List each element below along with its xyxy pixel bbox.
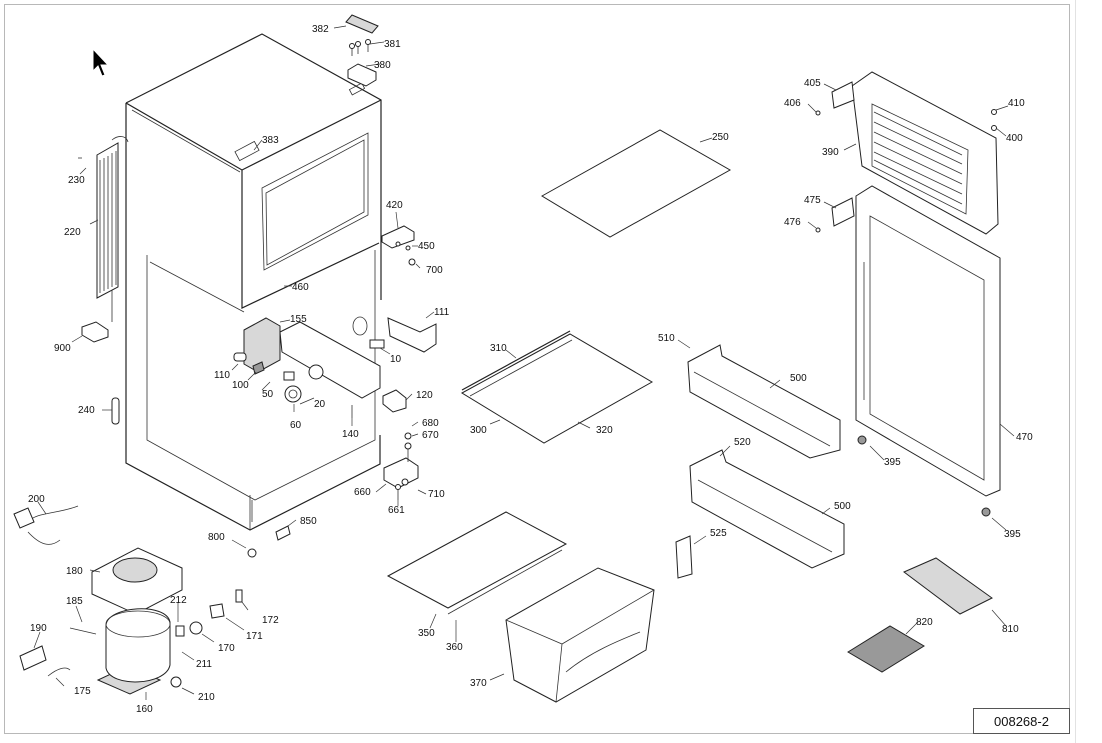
part-label-700: 700 (426, 265, 443, 276)
part-label-400: 400 (1006, 133, 1023, 144)
part-label-661: 661 (388, 505, 405, 516)
part-label-470: 470 (1016, 432, 1033, 443)
part-label-370: 370 (470, 678, 487, 689)
cabinet-body (125, 33, 382, 531)
part-label-310: 310 (490, 343, 507, 354)
door-balcony-upper (687, 344, 841, 459)
part-240 (111, 397, 120, 425)
part-label-500: 500 (834, 501, 851, 512)
part-label-420: 420 (386, 200, 403, 211)
part-label-395: 395 (1004, 529, 1021, 540)
part-label-10: 10 (390, 354, 402, 365)
crisper-370 (505, 567, 655, 703)
connector-900 (81, 321, 109, 343)
part-number-labels: 382 381 380 383 230 220 900 420 450 700 460 155 111 1… (28, 24, 1033, 715)
part-label-172: 172 (262, 615, 279, 626)
part-label-140: 140 (342, 429, 359, 440)
part-label-500: 500 (790, 373, 807, 384)
part-label-211: 211 (196, 659, 212, 670)
freezer-door-390 (815, 71, 999, 235)
power-cord-200 (13, 505, 79, 545)
part-label-300: 300 (470, 425, 487, 436)
part-label-405: 405 (804, 78, 821, 89)
part-label-350: 350 (418, 628, 435, 639)
part-label-155: 155 (290, 314, 307, 325)
part-label-660: 660 (354, 487, 371, 498)
part-label-185: 185 (66, 596, 83, 607)
fridge-door-470 (815, 185, 1001, 517)
part-label-230: 230 (68, 175, 85, 186)
part-420-450-700 (381, 225, 416, 266)
part-label-450: 450 (418, 241, 435, 252)
part-label-110: 110 (214, 370, 230, 381)
ice-trays (847, 557, 993, 673)
part-label-395: 395 (884, 457, 901, 468)
part-label-710: 710 (428, 489, 445, 500)
part-label-476: 476 (784, 217, 801, 228)
part-label-510: 510 (658, 333, 675, 344)
part-label-171: 171 (246, 631, 263, 642)
glass-350 (386, 511, 568, 615)
part-label-410: 410 (1008, 98, 1025, 109)
part-label-220: 220 (64, 227, 81, 238)
part-label-175: 175 (74, 686, 91, 697)
part-label-20: 20 (314, 399, 326, 410)
mouse-cursor-icon (92, 47, 110, 77)
shelf-300 (461, 330, 654, 444)
part-label-190: 190 (30, 623, 47, 634)
part-label-380: 380 (374, 60, 391, 71)
part-label-460: 460 (292, 282, 309, 293)
part-label-170: 170 (218, 643, 235, 654)
hinge-660 (383, 432, 419, 500)
part-label-850: 850 (300, 516, 317, 527)
part-label-900: 900 (54, 343, 71, 354)
part-label-50: 50 (262, 389, 274, 400)
part-label-180: 180 (66, 566, 83, 577)
condenser-220 (78, 136, 129, 322)
part-label-212: 212 (170, 595, 187, 606)
scroll-edge (1075, 0, 1102, 743)
diagram-frame (4, 4, 1070, 734)
part-label-406: 406 (784, 98, 801, 109)
part-label-360: 360 (446, 642, 463, 653)
part-label-390: 390 (822, 147, 839, 158)
part-label-250: 250 (712, 132, 729, 143)
part-label-525: 525 (710, 528, 727, 539)
part-label-820: 820 (916, 617, 933, 628)
part-label-800: 800 (208, 532, 225, 543)
compressor-160 (19, 589, 243, 695)
part-180 (91, 547, 183, 615)
parts-850-800 (247, 525, 291, 558)
door-balcony-lower (675, 449, 845, 579)
part-label-160: 160 (136, 704, 153, 715)
thermostat-assembly (233, 317, 407, 418)
diagram-reference-number: 008268-2 (973, 708, 1070, 734)
part-label-100: 100 (232, 380, 249, 391)
glass-shelf-250 (541, 129, 732, 238)
part-label-475: 475 (804, 195, 821, 206)
part-label-111: 111 (434, 307, 450, 318)
top-hinge-assembly (345, 14, 379, 87)
part-label-810: 810 (1002, 624, 1019, 635)
part-label-382: 382 (312, 24, 329, 35)
part-label-120: 120 (416, 390, 433, 401)
part-label-680: 680 (422, 418, 439, 429)
part-111 (352, 316, 437, 353)
part-label-381: 381 (384, 39, 401, 50)
part-label-520: 520 (734, 437, 751, 448)
part-label-320: 320 (596, 425, 613, 436)
leader-lines (33, 25, 1015, 700)
part-label-240: 240 (78, 405, 95, 416)
part-label-383: 383 (262, 135, 279, 146)
part-label-60: 60 (290, 420, 302, 431)
part-label-670: 670 (422, 430, 439, 441)
part-label-200: 200 (28, 494, 45, 505)
part-label-210: 210 (198, 692, 215, 703)
